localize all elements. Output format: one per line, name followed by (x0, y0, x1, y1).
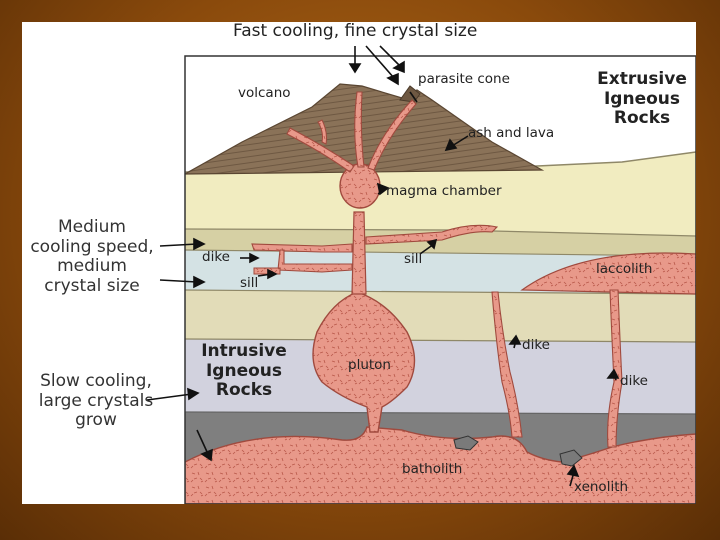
volcano-label: volcano (238, 86, 291, 102)
intrusive-label: Intrusive Igneous Rocks (196, 342, 292, 401)
diagram-panel: Fast cooling, fine crystal size Medium c… (22, 22, 696, 504)
ash-and-lava-label: ash and lava (468, 126, 554, 142)
magma-chamber-label: magma chamber (386, 184, 502, 200)
dike-left-label: dike (202, 250, 230, 266)
dike-middle-label: dike (522, 338, 550, 354)
laccolith-label: laccolith (596, 262, 652, 278)
extrusive-label: Extrusive Igneous Rocks (588, 70, 696, 129)
medium-cooling-label: Medium cooling speed, medium crystal siz… (22, 218, 162, 296)
slow-cooling-label: Slow cooling, large crystals grow (26, 372, 166, 431)
sill-right-label: sill (404, 252, 422, 268)
dike-left-shape (252, 244, 352, 252)
sill-left-label: sill (240, 276, 258, 292)
xenolith-label: xenolith (574, 480, 628, 496)
main-conduit (352, 212, 366, 294)
magma-chamber (340, 164, 380, 208)
batholith-label: batholith (402, 462, 462, 478)
parasite-cone-label: parasite cone (418, 72, 510, 88)
dike-right-label: dike (620, 374, 648, 390)
fast-cooling-label: Fast cooling, fine crystal size (233, 22, 477, 42)
pluton-label: pluton (348, 358, 391, 374)
